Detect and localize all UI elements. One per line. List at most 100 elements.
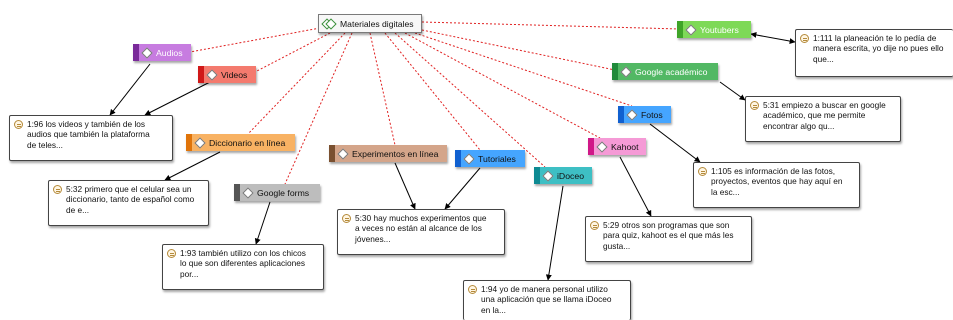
code-node-youtubers[interactable]: Youtubers bbox=[677, 21, 751, 38]
link-tutoriales-quote bbox=[444, 167, 481, 210]
quotation-line: académico, que me permite bbox=[763, 110, 866, 121]
code-node-label: Google académico bbox=[635, 66, 708, 77]
link-root-kahoot bbox=[404, 32, 601, 139]
quotation-icon bbox=[53, 185, 62, 194]
code-node-body: Google forms bbox=[240, 184, 320, 201]
code-color-bar bbox=[234, 184, 240, 201]
quotation-line: audios que también la plataforma bbox=[27, 129, 150, 140]
code-node-body: Google académico bbox=[618, 63, 718, 80]
code-color-bar bbox=[534, 167, 540, 184]
quotation-line: jóvenes... bbox=[355, 233, 391, 244]
code-node-label: Kahoot bbox=[611, 141, 639, 152]
quotation-icon bbox=[800, 34, 809, 43]
code-node-tutoriales[interactable]: Tutoriales bbox=[455, 150, 525, 167]
link-google-academico-quote bbox=[719, 81, 746, 101]
quotation-line: 5:31 empiezo a buscar en google bbox=[763, 100, 886, 110]
quotation-google-forms[interactable]: 1:93 también utilizo con los chicos lo q… bbox=[162, 244, 324, 290]
link-kahoot-quote bbox=[619, 156, 652, 217]
quotation-line: lo que son diferentes aplicaciones bbox=[180, 258, 305, 269]
code-icon bbox=[463, 152, 475, 165]
code-node-fotos[interactable]: Fotos bbox=[618, 106, 671, 123]
code-node-google-forms[interactable]: Google forms bbox=[234, 184, 320, 201]
link-diccionario-quote bbox=[164, 151, 221, 181]
code-color-bar bbox=[588, 138, 594, 155]
code-node-body: Diccionario en línea bbox=[192, 134, 295, 151]
link-youtubers-quote bbox=[750, 32, 796, 44]
link-experimentos-quote bbox=[394, 162, 416, 210]
quotation-line: 1:93 también utilizo con los chicos bbox=[180, 248, 306, 258]
quotation-line: por... bbox=[180, 268, 199, 279]
code-node-audios[interactable]: Audios bbox=[133, 44, 191, 61]
quotation-line: gusta... bbox=[603, 240, 631, 251]
code-color-bar bbox=[329, 145, 335, 162]
code-node-label: Google forms bbox=[257, 187, 310, 198]
link-root-tutoriales bbox=[384, 32, 481, 151]
code-color-bar bbox=[455, 150, 461, 167]
code-node-body: Videos bbox=[204, 66, 256, 83]
quotation-icon bbox=[342, 214, 351, 223]
quotation-audios-videos[interactable]: 1:96 los videos y también de los audios … bbox=[9, 115, 173, 161]
code-icon bbox=[337, 147, 349, 160]
code-icon bbox=[626, 108, 638, 121]
link-root-videos bbox=[254, 32, 331, 73]
quotation-kahoot[interactable]: 5:29 otros son programas que son para qu… bbox=[585, 216, 752, 262]
code-node-label: Videos bbox=[221, 69, 248, 80]
code-node-diccionario-en-linea[interactable]: Diccionario en línea bbox=[186, 134, 295, 151]
root-node-materiales-digitales[interactable]: Materiales digitales bbox=[318, 14, 422, 33]
quotation-line: 5:29 otros son programas que son bbox=[603, 220, 730, 230]
code-node-label: Audios bbox=[156, 47, 183, 58]
code-node-label: Diccionario en línea bbox=[209, 137, 286, 148]
code-node-idoceo[interactable]: iDoceo bbox=[534, 167, 592, 184]
code-node-experimentos-en-linea[interactable]: Experimentos en línea bbox=[329, 145, 447, 162]
code-node-label: Tutoriales bbox=[478, 153, 516, 164]
quotation-line: 5:30 hay muchos experimentos que bbox=[355, 213, 487, 223]
code-node-body: Kahoot bbox=[594, 138, 646, 155]
code-color-bar bbox=[677, 21, 683, 38]
quotation-line: una aplicación que se llama iDoceo bbox=[481, 294, 612, 305]
code-icon bbox=[542, 169, 554, 182]
quotation-line: de e... bbox=[66, 204, 90, 215]
code-icon bbox=[242, 186, 254, 199]
link-root-diccionario bbox=[247, 32, 346, 135]
quotation-fotos[interactable]: 1:105 es información de las fotos, proye… bbox=[693, 162, 860, 208]
quotation-idoceo[interactable]: 1:94 yo de manera personal utilizo una a… bbox=[463, 280, 631, 320]
code-node-body: Tutoriales bbox=[461, 150, 525, 167]
quotation-line: 1:111 la planeación te lo pedía de bbox=[813, 33, 937, 43]
quotation-icon bbox=[14, 120, 23, 129]
quotation-line: en la... bbox=[481, 304, 506, 315]
code-color-bar bbox=[186, 134, 192, 151]
code-icon bbox=[194, 136, 206, 149]
quotation-experimentos[interactable]: 5:30 hay muchos experimentos que a veces… bbox=[337, 209, 505, 255]
code-color-bar bbox=[198, 66, 204, 83]
quotation-icon bbox=[698, 167, 707, 176]
quotation-line: que... bbox=[813, 53, 834, 64]
quotation-youtubers[interactable]: 1:111 la planeación te lo pedía de maner… bbox=[795, 29, 953, 77]
quotation-line: diccionario, tanto de español como bbox=[66, 194, 195, 205]
quotation-line: proyectos, eventos que hay aquí en bbox=[711, 176, 843, 187]
link-audios-quote bbox=[109, 63, 151, 116]
code-node-body: Experimentos en línea bbox=[335, 145, 447, 162]
link-root-idoceo bbox=[394, 32, 546, 168]
code-node-kahoot[interactable]: Kahoot bbox=[588, 138, 646, 155]
link-idoceo-quote bbox=[545, 185, 564, 281]
quotation-line: a veces no están al alcance de los bbox=[355, 223, 482, 234]
link-root-fotos bbox=[414, 32, 633, 107]
code-node-body: iDoceo bbox=[540, 167, 592, 184]
code-node-label: iDoceo bbox=[557, 170, 585, 181]
code-node-videos[interactable]: Videos bbox=[198, 66, 256, 83]
code-node-body: Fotos bbox=[624, 106, 671, 123]
code-node-body: Audios bbox=[139, 44, 191, 61]
code-node-google-academico[interactable]: Google académico bbox=[612, 63, 718, 80]
quotation-icon bbox=[590, 221, 599, 230]
code-icon bbox=[206, 68, 218, 81]
quotation-line: 5:32 primero que el celular sea un bbox=[66, 184, 192, 194]
quotation-diccionario[interactable]: 5:32 primero que el celular sea un dicci… bbox=[48, 180, 209, 226]
link-google-forms-quote bbox=[254, 201, 271, 245]
code-node-label: Experimentos en línea bbox=[352, 148, 439, 159]
quotation-line: 1:105 es información de las fotos, bbox=[711, 166, 836, 176]
quotation-google-academico[interactable]: 5:31 empiezo a buscar en google académic… bbox=[745, 96, 901, 142]
quotation-line: para quiz, kahoot es el que más les bbox=[603, 230, 734, 241]
link-root-experimentos bbox=[369, 32, 396, 146]
root-links bbox=[189, 21, 681, 185]
